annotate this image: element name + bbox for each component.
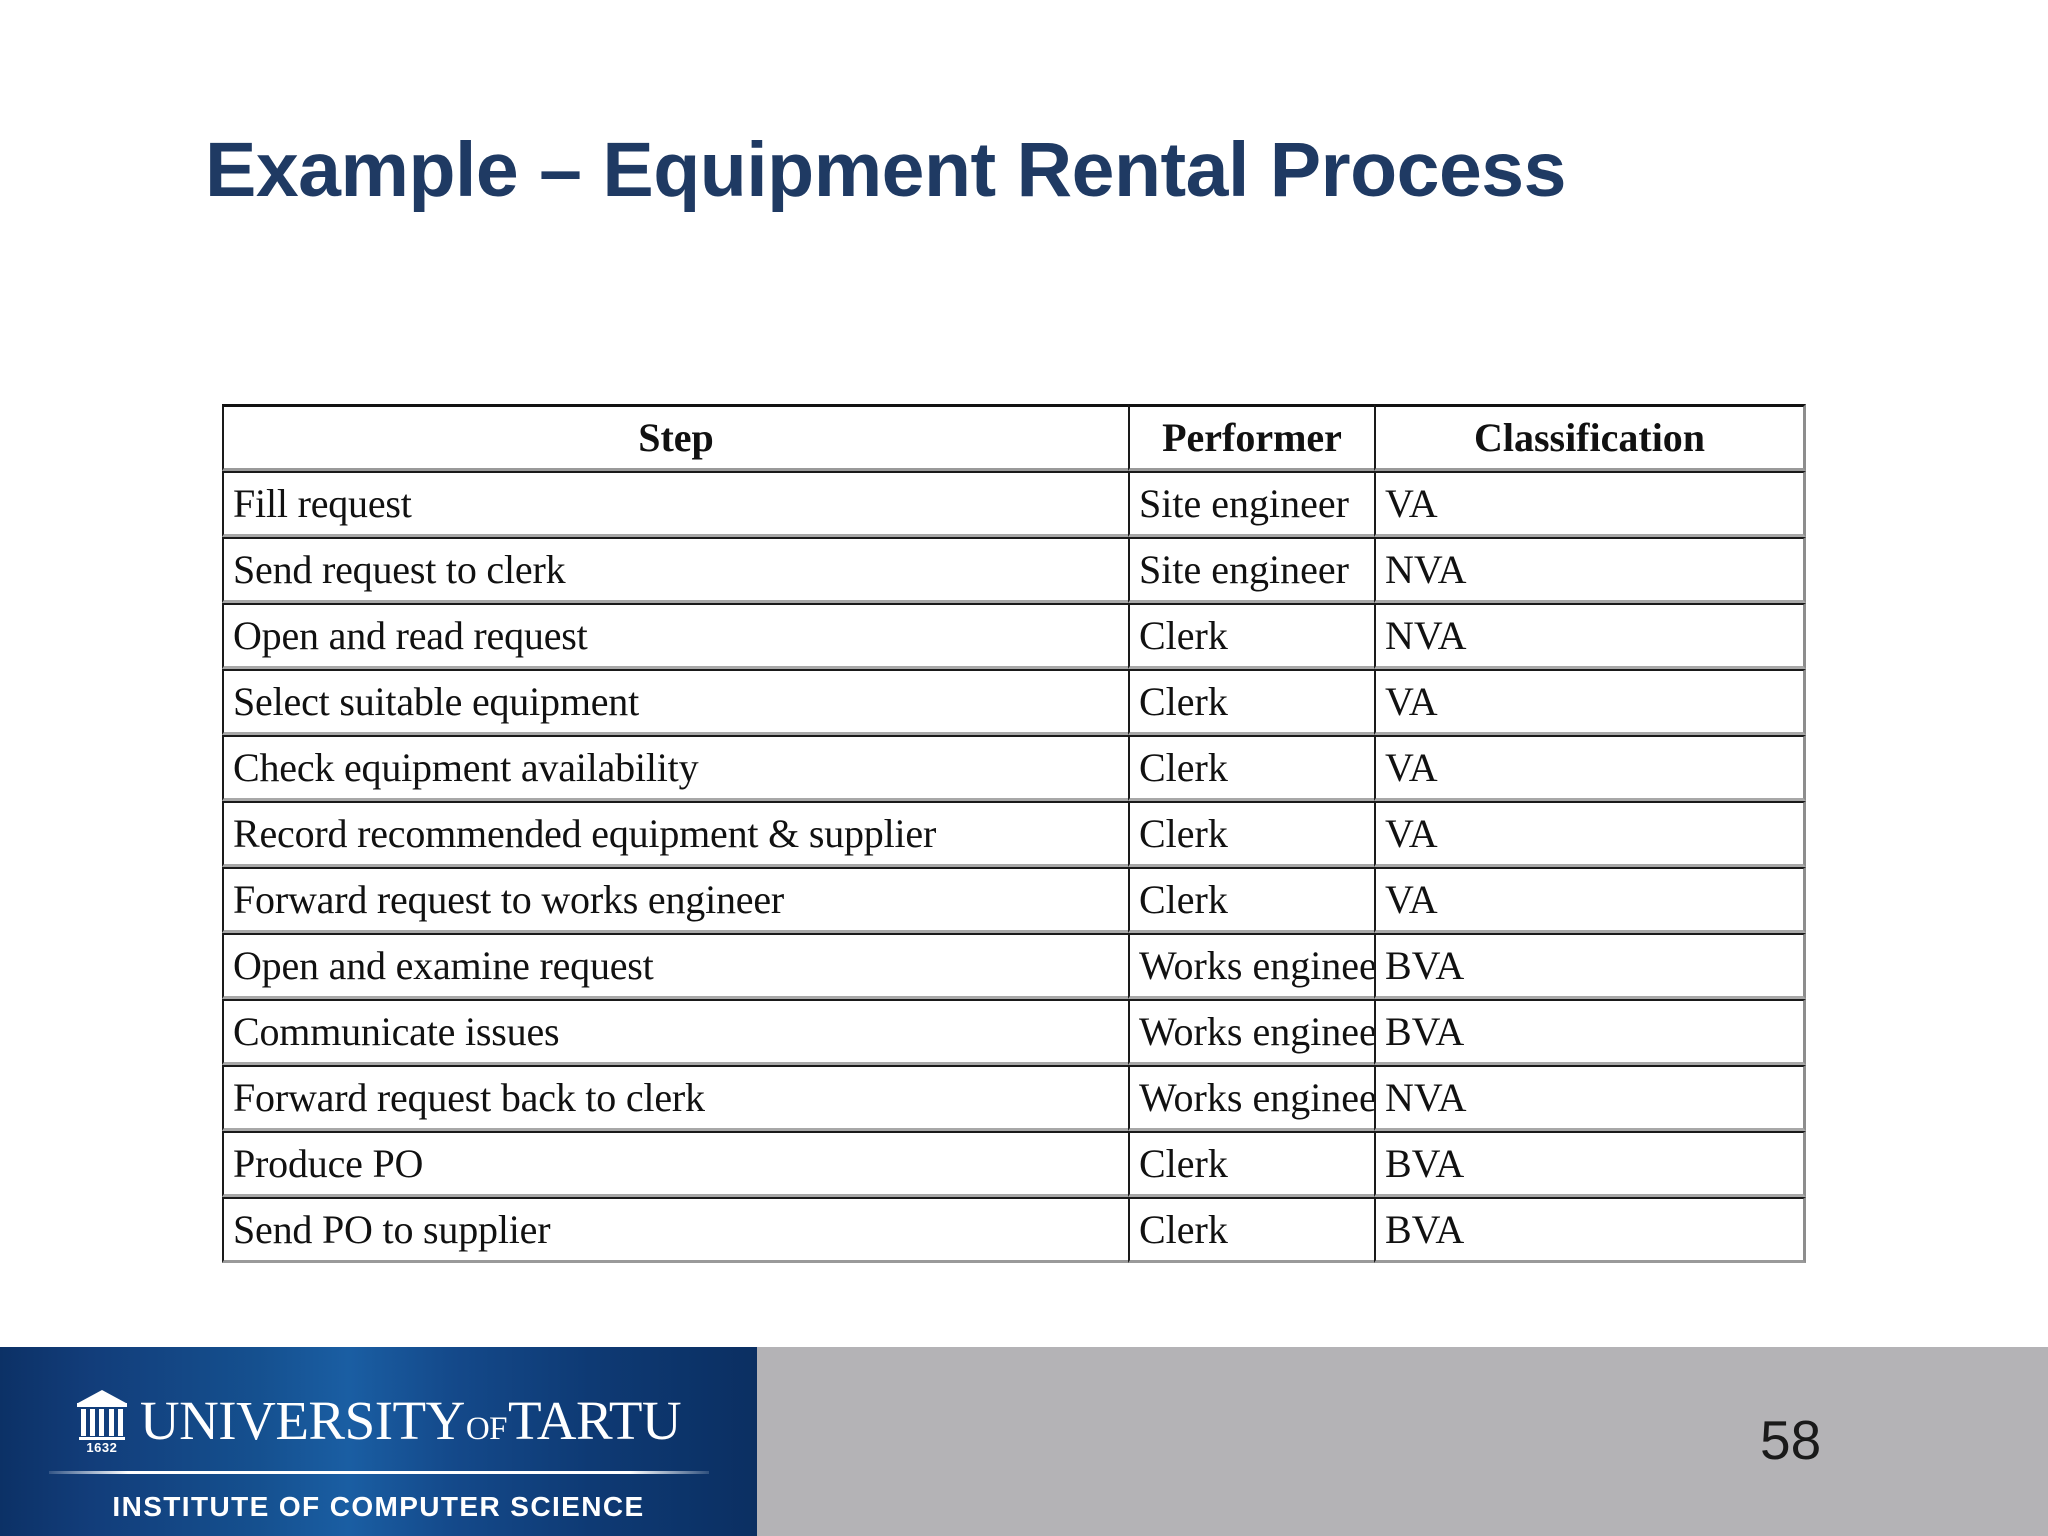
cell-classification: BVA <box>1374 933 1806 999</box>
cell-classification: VA <box>1374 867 1806 933</box>
cell-classification: VA <box>1374 735 1806 801</box>
cell-step: Open and read request <box>222 603 1128 669</box>
institute-name-label: INSTITUTE OF COMPUTER SCIENCE <box>112 1491 645 1522</box>
cell-performer: Clerk <box>1128 1197 1374 1263</box>
cell-step: Forward request back to clerk <box>222 1065 1128 1131</box>
crest-year-label: 1632 <box>86 1440 118 1455</box>
cell-performer: Clerk <box>1128 669 1374 735</box>
table-header-row: Step Performer Classification <box>222 404 1806 471</box>
cell-classification: VA <box>1374 471 1806 537</box>
cell-step: Fill request <box>222 471 1128 537</box>
cell-step: Communicate issues <box>222 999 1128 1065</box>
cell-performer: Works engineer <box>1128 933 1374 999</box>
cell-classification: BVA <box>1374 1197 1806 1263</box>
cell-classification: BVA <box>1374 999 1806 1065</box>
cell-step: Send PO to supplier <box>222 1197 1128 1263</box>
cell-performer: Clerk <box>1128 735 1374 801</box>
process-table-container: Step Performer Classification Fill reque… <box>222 404 1806 1263</box>
cell-performer: Clerk <box>1128 603 1374 669</box>
cell-classification: NVA <box>1374 1065 1806 1131</box>
cell-step: Check equipment availability <box>222 735 1128 801</box>
column-header-performer: Performer <box>1128 404 1374 471</box>
cell-performer: Clerk <box>1128 1131 1374 1197</box>
cell-step: Record recommended equipment & supplier <box>222 801 1128 867</box>
column-header-step: Step <box>222 404 1128 471</box>
wordmark-tartu: TARTU <box>508 1389 682 1451</box>
cell-performer: Site engineer <box>1128 537 1374 603</box>
cell-classification: VA <box>1374 801 1806 867</box>
cell-performer: Clerk <box>1128 801 1374 867</box>
cell-classification: BVA <box>1374 1131 1806 1197</box>
page-number: 58 <box>1760 1409 1822 1471</box>
cell-step: Send request to clerk <box>222 537 1128 603</box>
logo-divider-rule <box>48 1471 709 1474</box>
cell-performer: Works engineer <box>1128 1065 1374 1131</box>
cell-performer: Works engineer <box>1128 999 1374 1065</box>
cell-performer: Clerk <box>1128 867 1374 933</box>
wordmark-university: UNIVERSITY <box>139 1389 465 1451</box>
page-title: Example – Equipment Rental Process <box>205 127 1566 213</box>
cell-step: Produce PO <box>222 1131 1128 1197</box>
column-header-classification: Classification <box>1374 404 1806 471</box>
cell-step: Open and examine request <box>222 933 1128 999</box>
wordmark-of: OF <box>465 1410 508 1447</box>
cell-classification: VA <box>1374 669 1806 735</box>
cell-classification: NVA <box>1374 537 1806 603</box>
cell-classification: NVA <box>1374 603 1806 669</box>
cell-step: Select suitable equipment <box>222 669 1128 735</box>
cell-step: Forward request to works engineer <box>222 867 1128 933</box>
cell-performer: Site engineer <box>1128 471 1374 537</box>
classical-building-icon: 1632 <box>76 1388 128 1455</box>
process-steps-table: Step Performer Classification Fill reque… <box>222 404 1806 1263</box>
